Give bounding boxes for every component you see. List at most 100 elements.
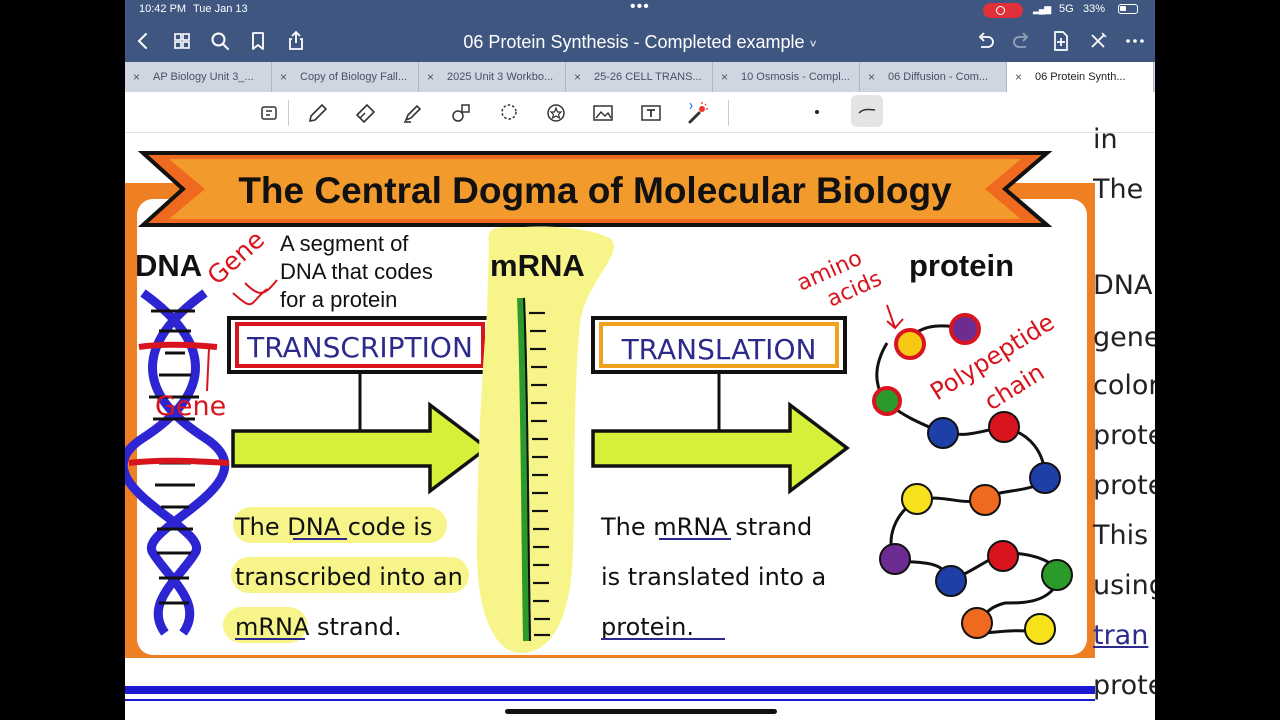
toolbar-divider	[288, 100, 289, 126]
tab-close-icon[interactable]: ×	[868, 70, 876, 84]
status-time: 10:42 PM	[139, 3, 187, 15]
tab-unit-3-workbook[interactable]: × 2025 Unit 3 Workbo...	[419, 62, 566, 92]
transcription-arrow	[231, 401, 490, 495]
redo-icon[interactable]	[1010, 30, 1034, 54]
document-title-text: 06 Protein Synthesis - Completed example	[463, 32, 805, 52]
tab-label: Copy of Biology Fall...	[300, 71, 407, 83]
page-rule-line	[125, 686, 1095, 694]
side-line: DNA	[1093, 270, 1153, 301]
svg-text:The DNA code is tran: The DNA code is transcribed into an mRNA…	[234, 513, 470, 641]
text-tool-icon[interactable]	[639, 101, 663, 125]
read-only-icon[interactable]	[258, 101, 282, 125]
side-line: prote	[1093, 670, 1155, 701]
tab-label: 2025 Unit 3 Workbo...	[447, 71, 554, 83]
translation-label: TRANSLATION	[621, 333, 817, 366]
tab-label: 06 Diffusion - Com...	[888, 71, 989, 83]
tab-label: AP Biology Unit 3_...	[153, 71, 254, 83]
title-chevron-icon: ˅	[809, 37, 817, 51]
annotation-gene-mid: Gene	[155, 391, 226, 422]
signal-icon: ▂▄▆	[1033, 4, 1051, 14]
tab-cell-transport[interactable]: × 25-26 CELL TRANS...	[566, 62, 713, 92]
tab-bar: × AP Biology Unit 3_... × Copy of Biology …	[125, 62, 1155, 92]
document-title[interactable]: 06 Protein Synthesis - Completed example…	[125, 32, 1155, 53]
sticker-tool-icon[interactable]	[544, 101, 568, 125]
side-line: This	[1093, 520, 1149, 551]
status-date: Tue Jan 13	[193, 3, 248, 15]
highlighter-tool-icon[interactable]	[401, 101, 425, 125]
more-options-icon[interactable]	[1123, 30, 1147, 54]
back-chevron-icon[interactable]	[131, 30, 155, 54]
status-network: 5G	[1059, 3, 1074, 15]
close-edit-icon[interactable]	[1086, 30, 1110, 54]
mrna-codons	[529, 311, 550, 637]
status-battery-percent: 33%	[1083, 3, 1106, 15]
annotation-arrow	[886, 304, 904, 330]
tab-close-icon[interactable]: ×	[1015, 70, 1023, 84]
side-line: using	[1093, 570, 1155, 601]
side-notes-text: in The DNA gene color prote prote This u…	[1093, 124, 1155, 701]
dna-label: DNA	[135, 248, 202, 283]
tab-label: 06 Protein Synth...	[1035, 71, 1126, 83]
side-line: prote	[1093, 470, 1155, 501]
translation-box	[591, 316, 847, 374]
tab-diffusion[interactable]: × 06 Diffusion - Com...	[860, 62, 1007, 92]
eraser-tool-icon[interactable]	[354, 101, 378, 125]
toolbar-divider	[728, 100, 729, 126]
tab-close-icon[interactable]: ×	[133, 70, 141, 84]
page-rule-line	[125, 699, 1095, 701]
shapes-tool-icon[interactable]	[449, 101, 473, 125]
gene-definition: A segment of DNA that codes for a protei…	[280, 231, 439, 312]
notebook-page[interactable]: The Central Dogma of Molecular Biology D…	[125, 124, 1155, 720]
tab-copy-of-biology[interactable]: × Copy of Biology Fall...	[272, 62, 419, 92]
grid-view-icon[interactable]	[170, 30, 194, 54]
tab-close-icon[interactable]: ×	[574, 70, 582, 84]
laser-pointer-icon[interactable]	[686, 101, 710, 125]
gene-bracket	[206, 347, 210, 392]
tab-osmosis[interactable]: × 10 Osmosis - Compl...	[713, 62, 860, 92]
multitask-dots-icon[interactable]: •••	[630, 0, 650, 15]
battery-icon	[1118, 4, 1138, 14]
stroke-style-selector[interactable]	[851, 95, 883, 127]
tab-protein-synthesis[interactable]: × 06 Protein Synth...	[1007, 62, 1154, 92]
title-banner-inner	[169, 159, 1021, 219]
add-page-icon[interactable]	[1049, 30, 1073, 54]
title-bar: 10:42 PM Tue Jan 13 ••• ▂▄▆ 5G 33% 06 Pr…	[125, 0, 1155, 62]
side-line: in The	[1093, 124, 1144, 205]
annotation-arrow	[232, 288, 268, 306]
undo-icon[interactable]	[973, 30, 997, 54]
central-dogma-diagram: The Central Dogma of Molecular Biology D…	[125, 151, 1095, 701]
lasso-tool-icon[interactable]	[497, 101, 521, 125]
image-tool-icon[interactable]	[591, 101, 615, 125]
screen-record-icon[interactable]	[983, 3, 1023, 18]
mrna-description: The mRNA strand is translated into a pro…	[600, 513, 834, 641]
side-line: color	[1093, 370, 1155, 401]
share-icon[interactable]	[284, 30, 308, 54]
diagram-title: The Central Dogma of Molecular Biology	[238, 170, 952, 211]
pen-tool-icon[interactable]	[306, 101, 330, 125]
dna-description: The DNA code is transcribed into an mRNA…	[223, 507, 470, 643]
mrna-label: mRNA	[490, 248, 585, 283]
transcription-label: TRANSCRIPTION	[246, 331, 473, 364]
annotation-toolbar	[125, 92, 1155, 133]
svg-text:The mRNA strand is t: The mRNA strand is translated into a pro…	[600, 513, 834, 641]
amino-acid-beads	[872, 313, 1073, 645]
mrna-strand	[517, 297, 531, 642]
app-window: 10:42 PM Tue Jan 13 ••• ▂▄▆ 5G 33% 06 Pr…	[125, 0, 1155, 720]
gene-start-marker	[138, 341, 218, 350]
tab-close-icon[interactable]: ×	[280, 70, 288, 84]
side-line: tran	[1093, 620, 1149, 651]
stroke-size-dot[interactable]	[815, 110, 819, 114]
bookmark-icon[interactable]	[246, 30, 270, 54]
translation-arrow	[591, 401, 850, 495]
tab-close-icon[interactable]: ×	[427, 70, 435, 84]
side-line: gene	[1093, 322, 1155, 353]
tab-close-icon[interactable]: ×	[721, 70, 729, 84]
search-icon[interactable]	[208, 30, 232, 54]
tab-label: 25-26 CELL TRANS...	[594, 71, 702, 83]
side-line: prote	[1093, 420, 1155, 451]
tab-label: 10 Osmosis - Compl...	[741, 71, 850, 83]
home-indicator[interactable]	[505, 709, 777, 714]
tab-ap-biology[interactable]: × AP Biology Unit 3_...	[125, 62, 272, 92]
dna-helix	[125, 289, 229, 636]
protein-label: protein	[909, 248, 1014, 283]
